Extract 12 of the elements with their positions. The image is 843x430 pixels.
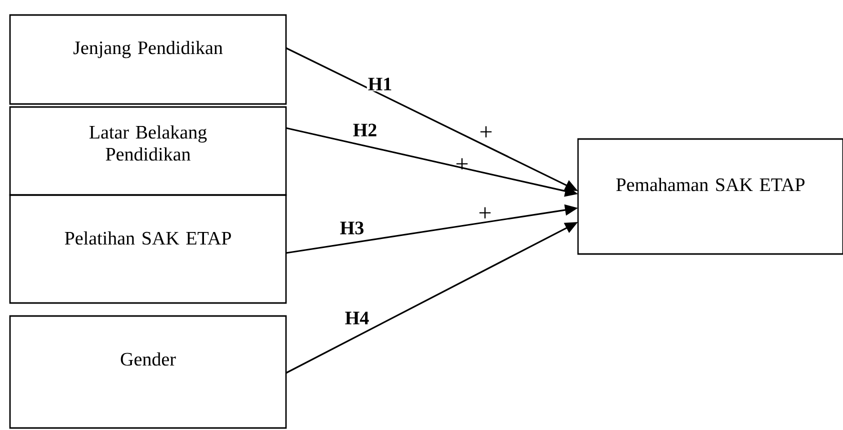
edge-label: H1 bbox=[366, 76, 394, 92]
text-box: Pemahaman SAK ETAP bbox=[577, 138, 843, 255]
edge-label: H3 bbox=[338, 220, 366, 236]
edge-label: H4 bbox=[344, 310, 370, 326]
text-box: Pelatihan SAK ETAP bbox=[9, 194, 287, 304]
text-box: Latar Belakang Pendidikan bbox=[9, 106, 287, 196]
sign-label: + bbox=[456, 158, 468, 170]
edge-label: H2 bbox=[352, 122, 378, 138]
text-box: Jenjang Pendidikan bbox=[9, 14, 287, 105]
sign-label: + bbox=[480, 126, 492, 138]
text-box: Gender bbox=[9, 315, 287, 429]
sign-label: + bbox=[479, 207, 491, 218]
